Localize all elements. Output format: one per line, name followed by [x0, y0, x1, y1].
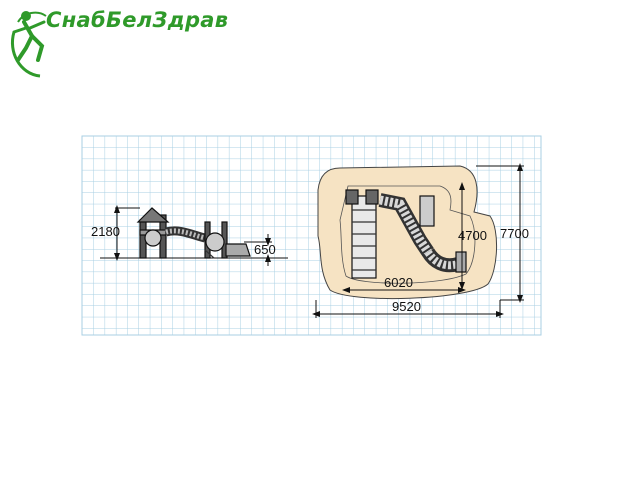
dim-platform-650: 650 — [254, 242, 276, 257]
dim-length-6020: 6020 — [384, 275, 413, 290]
dim-total-depth-7700: 7700 — [500, 226, 529, 241]
dim-depth-4700: 4700 — [458, 228, 487, 243]
dim-total-length-9520: 9520 — [392, 299, 421, 314]
plan-view: 6020 4700 9520 7700 — [312, 163, 529, 318]
dim-height-2180: 2180 — [91, 224, 120, 239]
side-view: 2180 650 — [91, 205, 288, 266]
figure-logo-icon — [11, 11, 47, 78]
brand-name: СнабБелЗдрав — [46, 8, 229, 32]
